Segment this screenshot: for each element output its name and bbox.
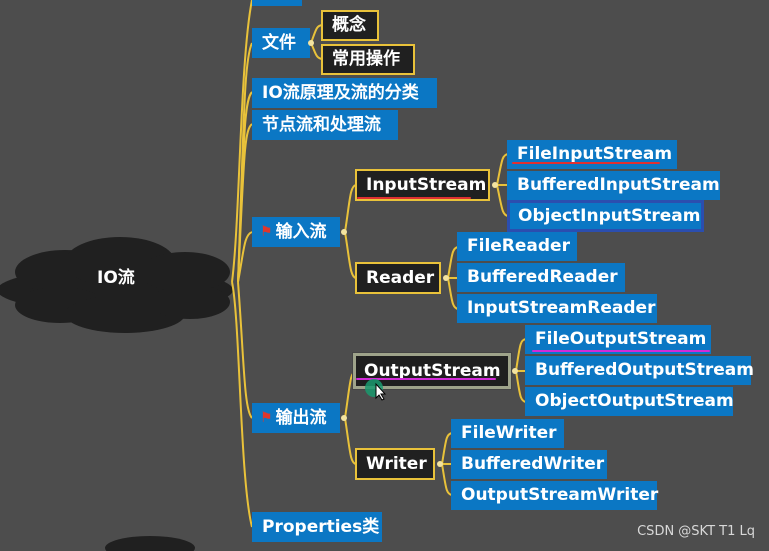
node-writer[interactable]: Writer — [355, 448, 435, 480]
node-filereader[interactable]: FileReader — [457, 232, 577, 261]
red-underline — [512, 162, 660, 164]
red-underline — [357, 197, 471, 199]
collapse-dot[interactable] — [443, 275, 449, 281]
node-io-principle[interactable]: IO流原理及流的分类 — [252, 78, 437, 108]
node-file[interactable]: 文件 — [252, 28, 310, 58]
collapse-dot[interactable] — [437, 461, 443, 467]
red-flag-icon: ⚑ — [260, 410, 273, 426]
node-fileoutputstream[interactable]: FileOutputStream — [525, 325, 711, 354]
collapse-dot[interactable] — [512, 368, 518, 374]
node-bufferedoutputstream[interactable]: BufferedOutputStream — [525, 356, 754, 385]
node-properties[interactable]: Properties类 — [252, 512, 382, 542]
node-partial-top[interactable] — [252, 0, 302, 6]
collapse-dot[interactable] — [492, 182, 498, 188]
node-concept[interactable]: 概念 — [321, 10, 379, 41]
magenta-underline — [532, 350, 710, 352]
node-bufferedinputstream[interactable]: BufferedInputStream — [507, 171, 720, 200]
node-output-stream-cn[interactable]: ⚑ 输出流 — [252, 403, 340, 433]
root-label[interactable]: IO流 — [97, 268, 135, 288]
collapse-dot[interactable] — [341, 229, 347, 235]
collapse-dot[interactable] — [308, 40, 314, 46]
node-objectoutputstream[interactable]: ObjectOutputStream — [525, 387, 734, 416]
node-inputstream[interactable]: InputStream — [355, 169, 490, 201]
watermark: CSDN @SKT T1 Lq — [637, 524, 755, 539]
magenta-underline — [356, 378, 496, 380]
collapse-dot[interactable] — [341, 415, 347, 421]
red-flag-icon: ⚑ — [260, 224, 273, 240]
node-common-ops[interactable]: 常用操作 — [321, 44, 415, 75]
mouse-cursor-icon — [365, 379, 387, 401]
output-label: 输出流 — [275, 407, 327, 428]
root-cloud — [0, 237, 233, 551]
node-inputstreamreader[interactable]: InputStreamReader — [457, 294, 657, 323]
node-node-stream[interactable]: 节点流和处理流 — [252, 110, 398, 140]
node-reader[interactable]: Reader — [355, 262, 441, 294]
node-fileinputstream[interactable]: FileInputStream — [507, 140, 677, 169]
node-filewriter[interactable]: FileWriter — [451, 419, 564, 448]
node-bufferedwriter[interactable]: BufferedWriter — [451, 450, 607, 479]
node-bufferedreader[interactable]: BufferedReader — [457, 263, 625, 292]
input-label: 输入流 — [275, 221, 327, 242]
node-input-stream-cn[interactable]: ⚑ 输入流 — [252, 217, 340, 247]
node-outputstreamwriter[interactable]: OutputStreamWriter — [451, 481, 658, 510]
node-objectinputstream[interactable]: ObjectInputStream — [507, 200, 704, 232]
